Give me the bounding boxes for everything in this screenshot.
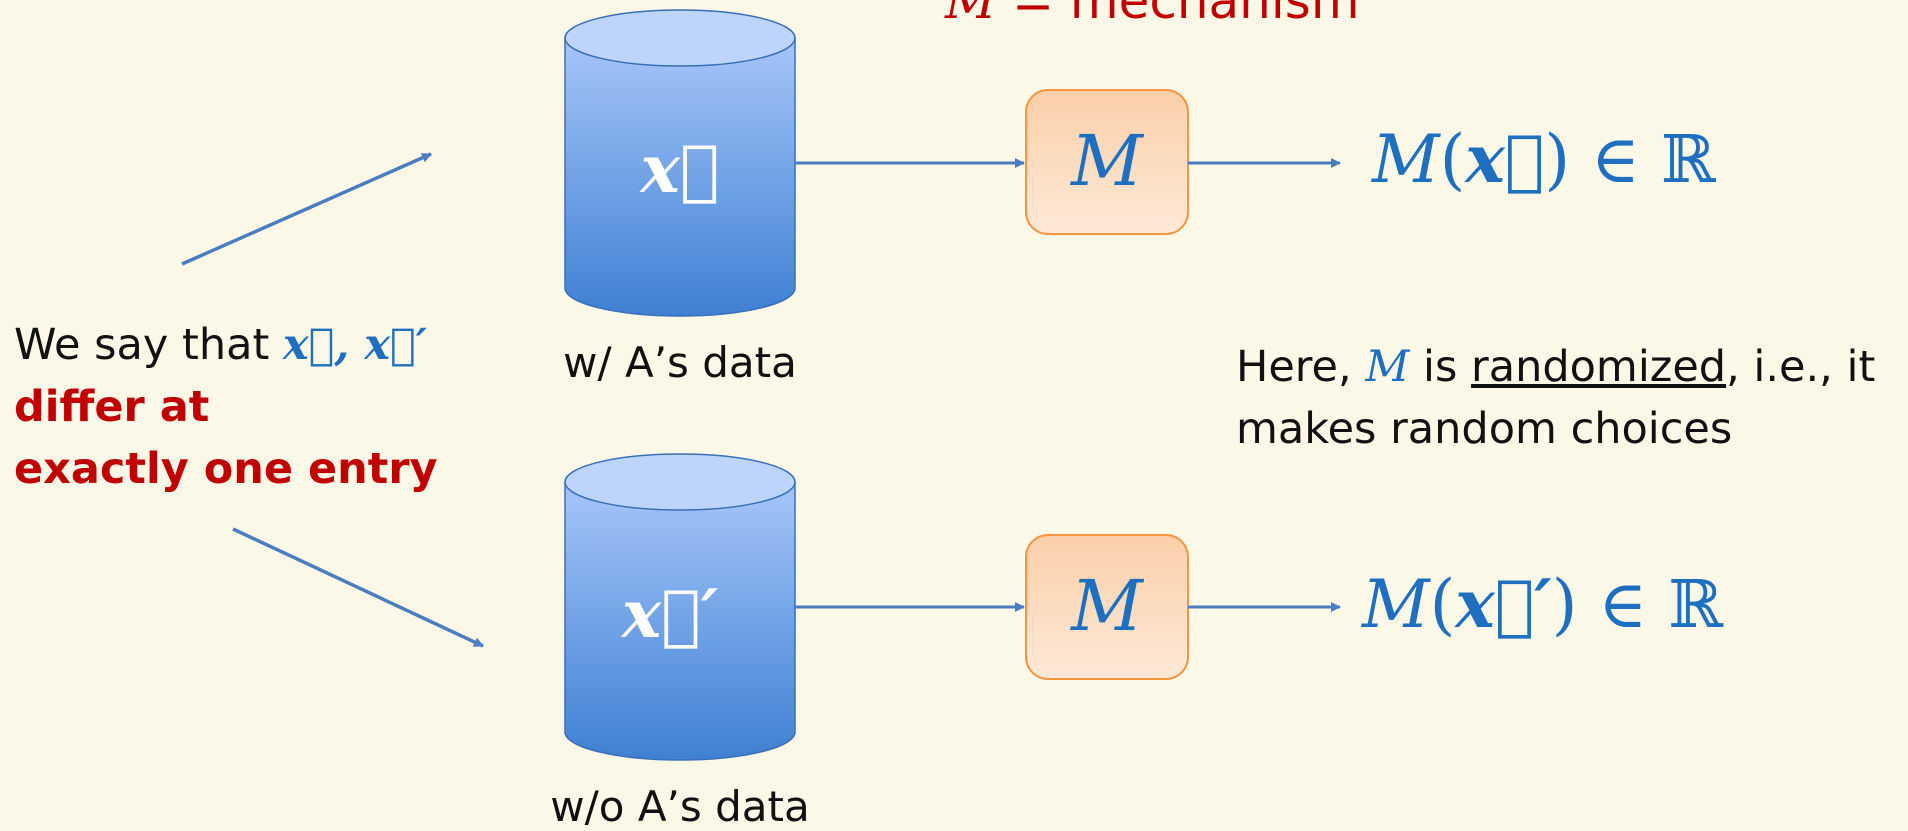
left-statement-line2: differ at — [14, 382, 210, 432]
note-middle: is — [1409, 342, 1472, 392]
left-statement-line1: We say that x⃗, x⃗′ — [14, 314, 438, 376]
title-symbol: M — [945, 0, 997, 30]
output-bottom-arg: x⃗′ — [1455, 565, 1552, 643]
title-text: = mechanism — [1012, 0, 1360, 30]
output-bottom-rest: ∈ ℝ — [1577, 566, 1724, 643]
note-line1: Here, M is randomized, i.e., it — [1236, 336, 1875, 398]
arrow-statement-to-top-db — [181, 152, 432, 266]
mechanism-top-label: M — [1071, 120, 1143, 202]
note-prefix: Here, — [1236, 342, 1366, 392]
output-bottom: M(x⃗′) ∈ ℝ — [1362, 565, 1723, 643]
database-bottom — [564, 453, 796, 761]
left-statement-vars: x⃗, x⃗′ — [282, 320, 428, 370]
left-statement: We say that x⃗, x⃗′ differ at exactly on… — [14, 314, 438, 500]
database-bottom-label: w/o A’s data — [550, 782, 810, 831]
output-top-func: M — [1372, 121, 1440, 198]
randomized-note: Here, M is randomized, i.e., it makes ra… — [1236, 336, 1875, 460]
note-suffix: , i.e., it — [1726, 342, 1876, 392]
database-top — [564, 9, 796, 317]
database-top-variable: x⃗ — [640, 130, 720, 208]
arrow-statement-to-bottom-db — [232, 527, 484, 648]
output-top-rest: ∈ ℝ — [1570, 121, 1716, 198]
left-statement-prefix: We say that — [14, 320, 283, 370]
title: M = mechanism — [945, 0, 1360, 30]
output-bottom-open: ( — [1429, 566, 1456, 643]
output-top-open: ( — [1439, 121, 1466, 198]
output-bottom-close: ) — [1551, 566, 1578, 643]
output-top-arg: x⃗ — [1465, 120, 1545, 198]
note-underlined: randomized — [1471, 342, 1727, 392]
note-symbol: M — [1365, 342, 1410, 392]
database-bottom-variable: x⃗′ — [621, 575, 719, 653]
database-top-label: w/ A’s data — [563, 338, 797, 387]
output-top-close: ) — [1544, 121, 1571, 198]
mechanism-bottom-label: M — [1071, 565, 1143, 647]
output-bottom-func: M — [1362, 566, 1430, 643]
note-line2: makes random choices — [1236, 404, 1733, 454]
output-top: M(x⃗) ∈ ℝ — [1372, 120, 1716, 198]
left-statement-line3: exactly one entry — [14, 444, 438, 494]
